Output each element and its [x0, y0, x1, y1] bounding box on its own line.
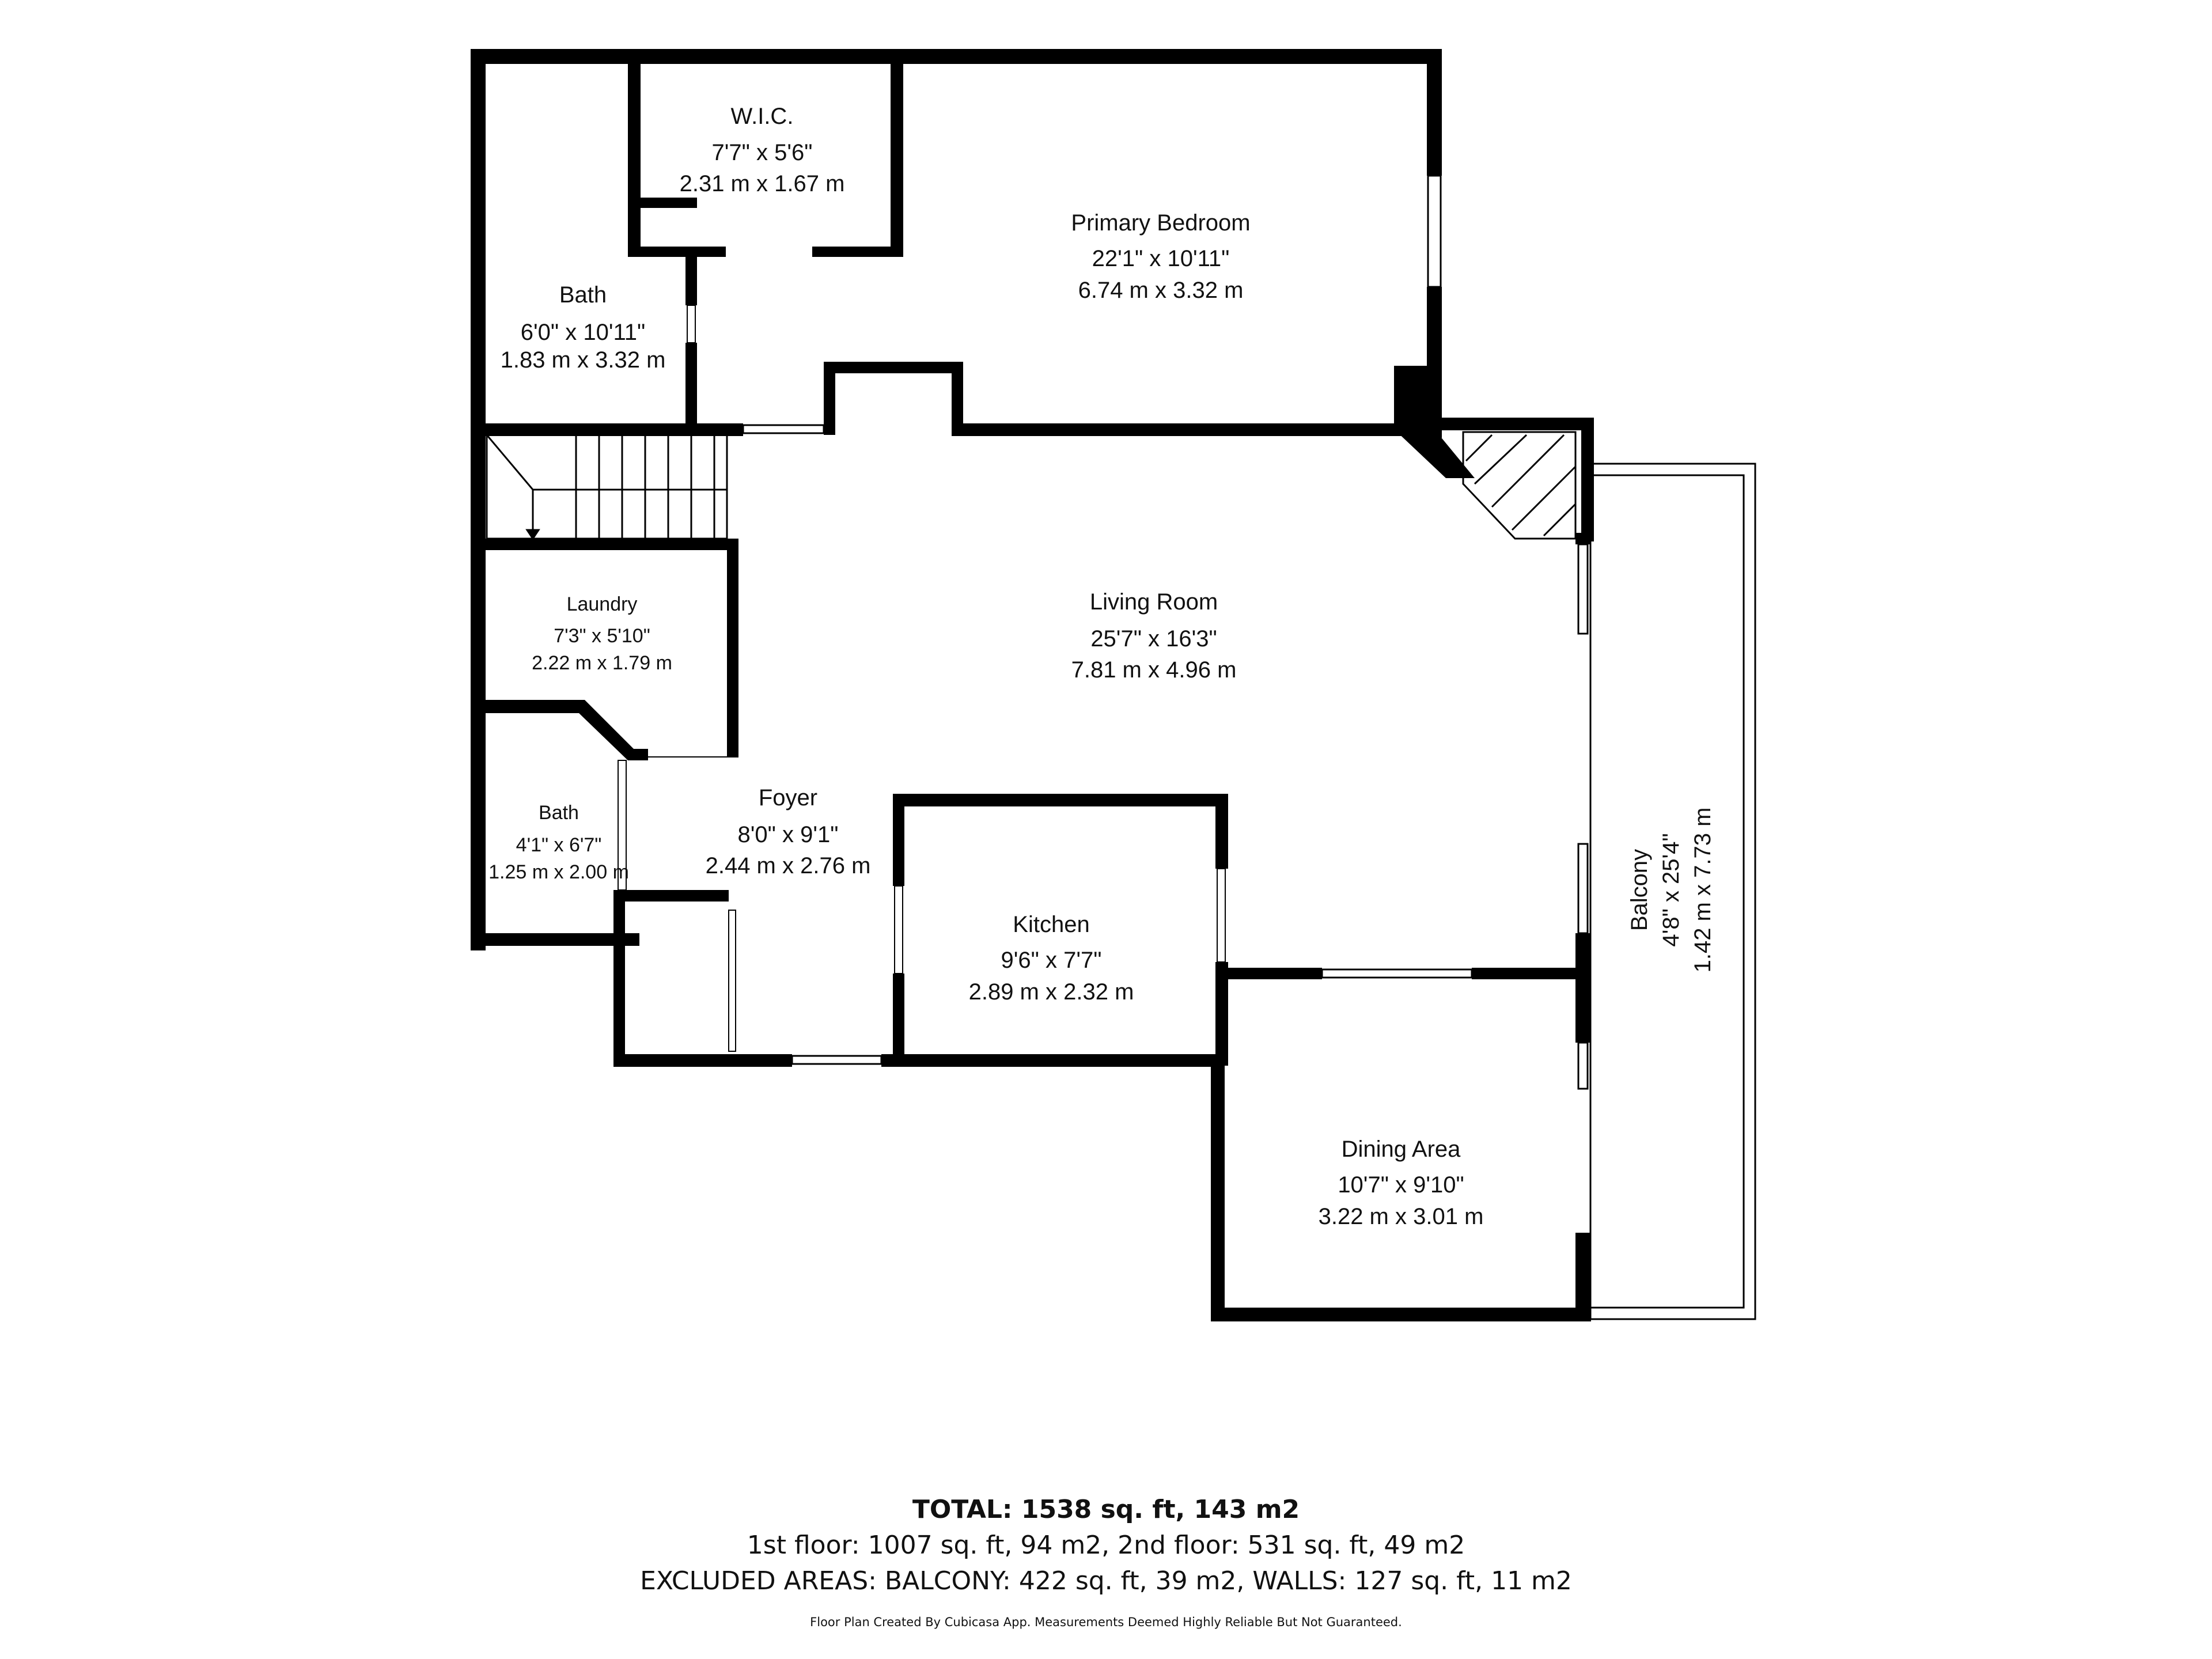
room-laundry-name: Laundry [567, 593, 638, 615]
room-wic-name: W.I.C. [731, 104, 794, 129]
room-living-metric: 7.81 m x 4.96 m [1071, 657, 1237, 683]
room-bath2-metric: 1.25 m x 2.00 m [488, 861, 629, 883]
area-summary: TOTAL: 1538 sq. ft, 143 m2 1st floor: 10… [0, 1492, 2212, 1629]
room-bath-upper: Bath 6'0" x 10'11" 1.83 m x 3.32 m [501, 282, 666, 373]
room-bath2-imperial: 4'1" x 6'7" [516, 834, 602, 856]
room-kitchen-metric: 2.89 m x 2.32 m [969, 979, 1134, 1005]
room-primary-metric: 6.74 m x 3.32 m [1078, 278, 1244, 303]
room-balcony: Balcony 4'8" x 25'4" 1.42 m x 7.73 m [1627, 808, 1715, 973]
room-wic: W.I.C. 7'7" x 5'6" 2.31 m x 1.67 m [680, 104, 845, 196]
room-living-name: Living Room [1090, 589, 1218, 615]
room-primary-imperial: 22'1" x 10'11" [1092, 246, 1230, 271]
room-kitchen-imperial: 9'6" x 7'7" [1001, 948, 1102, 973]
room-balcony-name: Balcony [1627, 849, 1652, 931]
door-openings [618, 305, 1226, 1052]
balcony-outline [1589, 463, 1756, 1320]
floor-areas: 1st floor: 1007 sq. ft, 94 m2, 2nd floor… [747, 1531, 1465, 1560]
walls [471, 49, 1594, 1321]
room-foyer: Foyer 8'0" x 9'1" 2.44 m x 2.76 m [706, 785, 871, 878]
fireplace [1462, 431, 1577, 540]
room-balcony-metric: 1.42 m x 7.73 m [1690, 808, 1715, 973]
room-primary-name: Primary Bedroom [1071, 210, 1250, 236]
room-bath1-metric: 1.83 m x 3.32 m [501, 347, 666, 373]
credit-note: Floor Plan Created By Cubicasa App. Meas… [810, 1615, 1402, 1629]
windows [742, 175, 1589, 1090]
room-labels: W.I.C. 7'7" x 5'6" 2.31 m x 1.67 m Prima… [488, 104, 1715, 1229]
stairs [486, 434, 728, 540]
room-laundry: Laundry 7'3" x 5'10" 2.22 m x 1.79 m [532, 593, 672, 674]
room-bath1-name: Bath [559, 282, 607, 308]
room-primary-bedroom: Primary Bedroom 22'1" x 10'11" 6.74 m x … [1071, 210, 1250, 303]
excluded-areas: EXCLUDED AREAS: BALCONY: 422 sq. ft, 39 … [640, 1566, 1572, 1596]
room-dining-imperial: 10'7" x 9'10" [1338, 1172, 1464, 1198]
room-wic-metric: 2.31 m x 1.67 m [680, 171, 845, 196]
room-foyer-imperial: 8'0" x 9'1" [738, 822, 839, 847]
room-bath1-imperial: 6'0" x 10'11" [521, 320, 645, 345]
room-laundry-metric: 2.22 m x 1.79 m [532, 652, 672, 674]
room-balcony-imperial: 4'8" x 25'4" [1658, 833, 1684, 946]
room-wic-imperial: 7'7" x 5'6" [712, 140, 813, 165]
room-bath2-name: Bath [539, 802, 579, 824]
room-foyer-name: Foyer [759, 785, 817, 810]
room-dining: Dining Area 10'7" x 9'10" 3.22 m x 3.01 … [1319, 1137, 1484, 1229]
room-dining-metric: 3.22 m x 3.01 m [1319, 1204, 1484, 1229]
room-kitchen: Kitchen 9'6" x 7'7" 2.89 m x 2.32 m [969, 912, 1134, 1005]
room-living-imperial: 25'7" x 16'3" [1090, 626, 1217, 652]
total-area: TOTAL: 1538 sq. ft, 143 m2 [912, 1495, 1300, 1524]
room-laundry-imperial: 7'3" x 5'10" [554, 625, 650, 647]
room-kitchen-name: Kitchen [1013, 912, 1089, 937]
room-living: Living Room 25'7" x 16'3" 7.81 m x 4.96 … [1071, 589, 1237, 683]
room-dining-name: Dining Area [1342, 1137, 1461, 1162]
room-bath-lower: Bath 4'1" x 6'7" 1.25 m x 2.00 m [488, 802, 629, 883]
room-foyer-metric: 2.44 m x 2.76 m [706, 853, 871, 878]
